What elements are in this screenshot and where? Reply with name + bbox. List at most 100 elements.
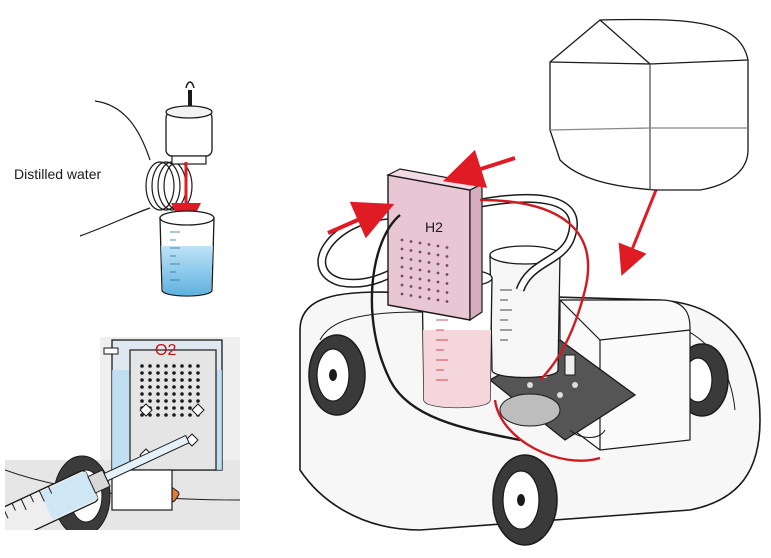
cell-dot — [427, 252, 431, 255]
grid-dot — [140, 385, 144, 389]
grid-dot — [164, 364, 168, 368]
grid-dot — [180, 371, 184, 375]
grid-dot — [188, 364, 192, 368]
beaker-icon — [159, 210, 215, 297]
distilled-water-panel — [79, 81, 215, 297]
grid-dot — [172, 378, 176, 382]
grid-dot — [188, 371, 192, 375]
syringe-icon — [5, 434, 190, 530]
flow-arrows — [327, 149, 658, 276]
grid-dot — [172, 399, 176, 403]
grid-dot — [196, 392, 200, 396]
grid-dot — [140, 392, 144, 396]
grid-dot — [164, 385, 168, 389]
grid-dot — [140, 399, 144, 403]
grid-dot — [196, 385, 200, 389]
cell-dot — [436, 289, 440, 293]
grid-dot — [140, 413, 144, 417]
fuel-cell-car: H2 — [299, 149, 761, 546]
cell-dot — [436, 271, 440, 275]
distilled-water-label: Distilled water — [14, 166, 102, 182]
wheel-front-right-icon — [492, 454, 558, 546]
grid-dot — [148, 399, 152, 403]
grid-dot — [196, 371, 200, 375]
grid-dot — [156, 385, 160, 389]
grid-dot — [172, 364, 176, 368]
cell-dot — [400, 265, 404, 269]
grid-dot — [148, 413, 152, 417]
grid-dot — [148, 378, 152, 382]
cell-dot — [418, 268, 422, 272]
grid-dot — [188, 385, 192, 389]
grid-dot — [180, 378, 184, 382]
cell-dot — [409, 294, 413, 297]
grid-dot — [196, 378, 200, 382]
cell-dot — [427, 297, 431, 300]
grid-dot — [140, 378, 144, 382]
cell-dot — [409, 276, 413, 279]
grid-dot — [156, 364, 160, 368]
cell-dot — [445, 273, 449, 276]
grid-dot — [140, 371, 144, 375]
cell-dot — [418, 250, 422, 254]
grid-dot — [180, 392, 184, 396]
o2-mark: O2 — [155, 342, 176, 359]
grid-dot — [172, 392, 176, 396]
cell-dot — [445, 300, 449, 303]
grid-dot — [180, 364, 184, 368]
grid-dot — [172, 413, 176, 417]
wires — [370, 198, 601, 462]
grid-dot — [156, 406, 160, 410]
cell-dot — [436, 244, 440, 248]
grid-dot — [196, 364, 200, 368]
cell-dot-grid — [400, 238, 449, 303]
cell-dot — [418, 286, 422, 290]
cell-dot — [427, 288, 431, 291]
grid-dot — [156, 413, 160, 417]
cell-dot — [445, 291, 449, 294]
cell-dot — [418, 277, 422, 281]
cell-dot — [445, 282, 449, 285]
grid-dot — [196, 399, 200, 403]
stopper-icon — [165, 81, 213, 165]
cell-dot — [409, 258, 413, 261]
grid-dot — [180, 413, 184, 417]
cell-dot — [409, 249, 413, 252]
grid-dot — [156, 378, 160, 382]
cell-dot — [418, 259, 422, 263]
grid-dot — [148, 364, 152, 368]
grid-dot — [172, 406, 176, 410]
cell-dot — [427, 270, 431, 273]
cell-dot — [427, 279, 431, 282]
grid-dot — [156, 371, 160, 375]
cell-dot — [400, 256, 404, 260]
grid-dot — [180, 406, 184, 410]
cell-dot — [436, 280, 440, 284]
cell-dot — [400, 274, 404, 278]
cell-dot — [400, 292, 404, 296]
grid-dot — [148, 371, 152, 375]
cell-dot — [427, 243, 431, 246]
grid-dot — [172, 385, 176, 389]
grid-dot — [156, 399, 160, 403]
cell-dot — [400, 283, 404, 287]
cell-dot — [409, 267, 413, 270]
grid-dot — [188, 413, 192, 417]
grid-dot — [180, 399, 184, 403]
grid-dot — [188, 406, 192, 410]
grid-dot — [188, 392, 192, 396]
cell-dot — [445, 264, 449, 267]
beaker-h2-icon — [489, 245, 561, 379]
cell-dot — [436, 253, 440, 257]
cell-dot — [409, 285, 413, 288]
wheel-front-left-icon — [308, 334, 366, 416]
syringe-panel: O2 — [5, 337, 240, 530]
grid-dot — [140, 364, 144, 368]
grid-dot — [164, 413, 168, 417]
grid-dot — [172, 371, 176, 375]
grid-dot — [164, 371, 168, 375]
cell-dot — [400, 247, 404, 251]
cell-dot — [445, 246, 449, 249]
grid-dot — [156, 392, 160, 396]
